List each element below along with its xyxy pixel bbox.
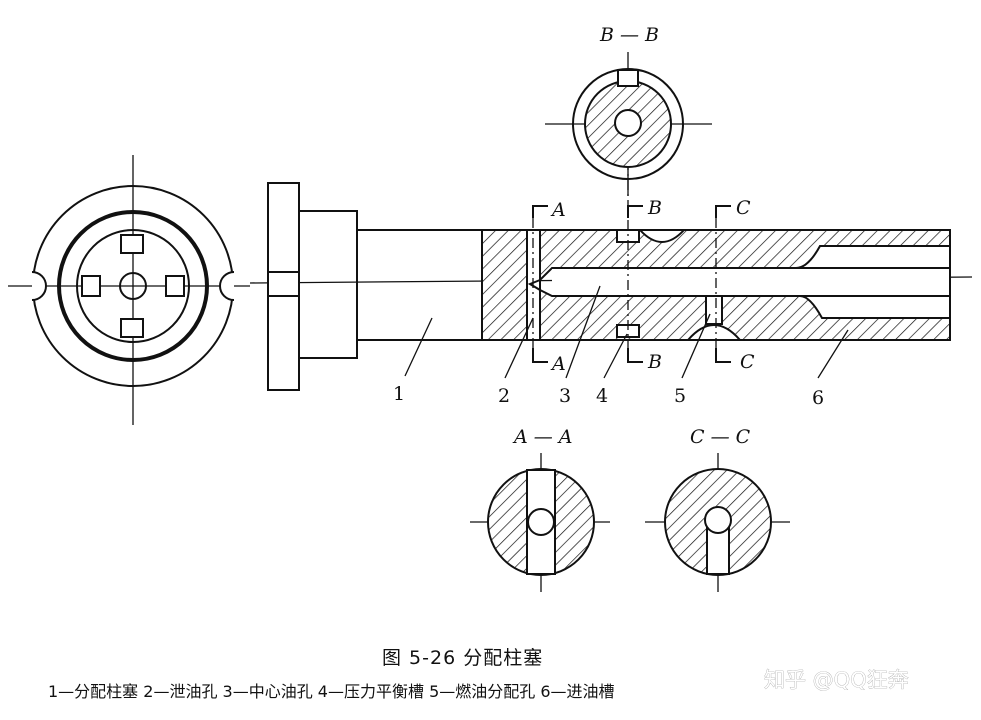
center-oil-passage xyxy=(552,268,950,296)
leader-4 xyxy=(603,333,628,379)
leader-6 xyxy=(817,329,849,379)
figure-title: 图 5-26 分配柱塞 xyxy=(382,647,543,669)
end-view-ring xyxy=(57,210,209,362)
section-aa-hole xyxy=(527,508,555,536)
end-view-slot-right xyxy=(165,275,185,297)
cut-c-bottom-marker xyxy=(715,348,731,363)
leader-2 xyxy=(504,317,534,379)
cut-a-top-label: A xyxy=(550,199,566,221)
flange-slot xyxy=(267,271,300,297)
end-view xyxy=(8,155,250,425)
cut-c-top-marker xyxy=(715,205,731,218)
callout-2: 2 xyxy=(498,385,510,407)
cut-a-bottom-label: A xyxy=(550,353,566,375)
leader-3 xyxy=(565,285,601,379)
section-bb-slot xyxy=(617,69,639,87)
end-view-face xyxy=(76,229,190,343)
cut-b-bottom-marker xyxy=(627,348,643,363)
callout-3: 3 xyxy=(559,385,571,407)
figure-legend: 1—分配柱塞 2—泄油孔 3—中心油孔 4—压力平衡槽 5—燃油分配孔 6—进油… xyxy=(48,682,615,701)
distribution-hole xyxy=(705,295,723,325)
callout-4: 4 xyxy=(596,385,608,407)
cut-c-bottom-label: C xyxy=(740,351,755,373)
cut-b-top-marker xyxy=(627,205,643,218)
callouts: 1 2 3 4 5 6 xyxy=(393,285,849,409)
section-bb-hole xyxy=(614,109,642,137)
side-view xyxy=(249,182,973,391)
leader-5 xyxy=(681,313,711,379)
section-cc-title: C — C xyxy=(690,426,751,448)
plunger-section-left xyxy=(481,229,528,341)
end-view-slot-left xyxy=(81,275,101,297)
end-view-notch-right xyxy=(219,271,235,301)
distribution-groove xyxy=(685,324,743,341)
end-view-notch-left xyxy=(31,271,47,301)
cut-a-bottom-marker xyxy=(532,348,548,363)
end-view-center-hole xyxy=(119,272,147,300)
cut-b-bottom-label: B xyxy=(647,351,662,373)
cut-lines: A A B B C C xyxy=(532,120,755,375)
section-bb-title: B — B xyxy=(599,24,659,46)
section-bb: B — B xyxy=(545,24,712,196)
callout-1: 1 xyxy=(393,383,405,405)
section-cc-hole xyxy=(704,506,732,534)
balance-groove-upper xyxy=(637,229,687,243)
end-view-slot-bottom xyxy=(120,318,144,338)
cut-c-top-label: C xyxy=(736,197,751,219)
plunger-shaft-plain xyxy=(356,229,483,341)
section-aa-title: A — A xyxy=(512,426,573,448)
callout-5: 5 xyxy=(674,385,686,407)
cut-b-top-label: B xyxy=(647,197,662,219)
cut-a-top-marker xyxy=(532,205,548,218)
section-cc: C — C xyxy=(645,426,790,592)
end-view-slot-top xyxy=(120,234,144,254)
watermark: 知乎 @QQ狂奔 xyxy=(764,668,909,692)
leader-1 xyxy=(404,317,433,377)
passage-tip xyxy=(527,279,541,291)
section-aa: A — A xyxy=(470,426,610,592)
callout-6: 6 xyxy=(812,387,824,409)
plunger-body-lower xyxy=(539,288,951,341)
plunger-hub xyxy=(298,210,358,359)
